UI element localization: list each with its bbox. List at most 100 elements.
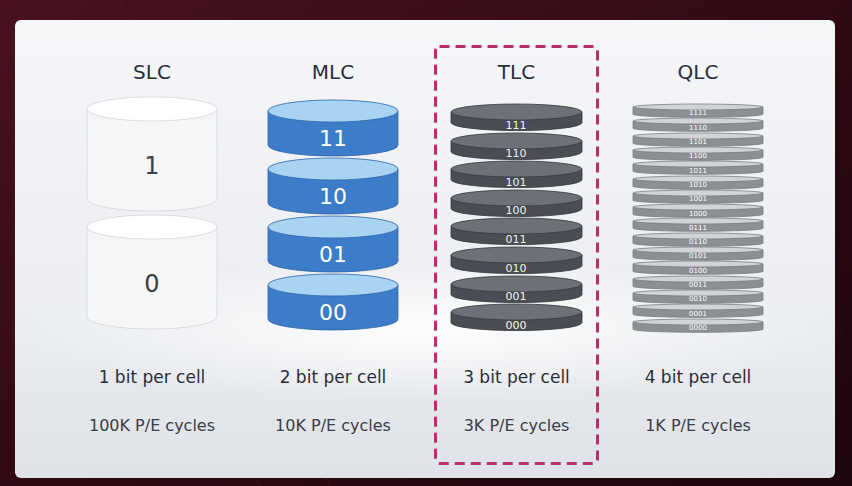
cylinder-body: [87, 227, 217, 329]
cell-level: 0100: [633, 261, 763, 274]
cylinder-top: [451, 190, 582, 206]
bits-per-cell: 2 bit per cell: [280, 367, 387, 387]
bits-per-cell: 4 bit per cell: [645, 367, 752, 387]
cell-level: 1100: [633, 147, 763, 160]
dashed-outline: [436, 47, 598, 464]
bit-value: 0101: [689, 252, 707, 260]
bit-value: 111: [506, 119, 527, 132]
bit-value: 1110: [689, 124, 707, 132]
column-heading: TLC: [498, 60, 535, 84]
bit-value: 0001: [689, 310, 707, 318]
cylinder-top: [268, 274, 398, 296]
bit-value: 0100: [689, 267, 707, 275]
cell-level: 1111: [633, 104, 763, 117]
panel: [15, 20, 835, 478]
cell-level: 0101: [633, 247, 763, 260]
bit-value: 000: [506, 319, 527, 332]
bit-value: 10: [319, 184, 347, 210]
highlight-box: TLC 3 bit per cell 3K P/E cycles 111 110 101 1…: [434, 45, 599, 465]
cylinder-top: [87, 215, 217, 239]
cylinder-top: [87, 97, 217, 121]
cell-level: 0000: [633, 319, 763, 332]
bit-value: 11: [319, 126, 347, 152]
cylinder-body: [87, 109, 217, 211]
column-heading: QLC: [678, 60, 719, 84]
cell-level: 1101: [633, 133, 763, 146]
cell-level: 1110: [633, 118, 763, 131]
cylinder-top: [451, 304, 582, 320]
bit-value: 1001: [689, 195, 707, 203]
cell-level: 1001: [633, 190, 763, 203]
bit-value: 1000: [689, 210, 707, 218]
cell-level: 0011: [633, 276, 763, 289]
bit-value: 1101: [689, 138, 707, 146]
bit-value: 1: [144, 152, 159, 181]
cell-level: 0001: [633, 304, 763, 317]
cell-level: 1010: [633, 176, 763, 189]
cylinder-top: [451, 218, 582, 234]
cell-level: 100: [451, 190, 582, 217]
cell-level: 101: [451, 161, 582, 188]
bit-value: 0111: [689, 224, 707, 232]
bit-value: 1011: [689, 167, 707, 175]
cylinder-top: [633, 204, 763, 210]
pe-cycles: 100K P/E cycles: [89, 416, 215, 435]
cell-level: 00: [268, 274, 398, 330]
cell-level: 111: [451, 104, 582, 131]
bit-value: 001: [506, 290, 527, 303]
cell-level: 000: [451, 304, 582, 331]
cell-level: 10: [268, 158, 398, 214]
cylinder-top: [451, 276, 582, 292]
bit-value: 0010: [689, 295, 707, 303]
bit-value: 0: [144, 270, 159, 299]
cell-level: 01: [268, 216, 398, 272]
cell-level: 011: [451, 218, 582, 245]
column-heading: MLC: [312, 60, 354, 84]
cylinder-top: [633, 276, 763, 282]
cylinder-top: [633, 247, 763, 253]
pe-cycles: 3K P/E cycles: [464, 416, 570, 435]
bit-value: 0011: [689, 281, 707, 289]
cylinder-top: [633, 233, 763, 239]
cell-level: 0: [87, 215, 217, 329]
bit-value: 1100: [689, 152, 707, 160]
bit-value: 011: [506, 233, 527, 246]
bit-value: 1010: [689, 181, 707, 189]
bits-per-cell: 3 bit per cell: [463, 367, 570, 387]
cylinder-top: [633, 261, 763, 267]
bits-per-cell: 1 bit per cell: [99, 367, 206, 387]
cylinder-top: [268, 216, 398, 238]
cylinder-top: [633, 133, 763, 139]
cylinder-top: [633, 147, 763, 153]
column-heading: SLC: [133, 60, 171, 84]
cell-level: 1011: [633, 161, 763, 174]
cell-level: 110: [451, 133, 582, 160]
bit-value: 0110: [689, 238, 707, 246]
cell-level: 0110: [633, 233, 763, 246]
cylinder-top: [633, 118, 763, 124]
bit-value: 100: [506, 204, 527, 217]
cell-level: 1: [87, 97, 217, 211]
cylinder-top: [633, 290, 763, 296]
bit-value: 010: [506, 262, 527, 275]
cylinder-top: [451, 161, 582, 177]
pe-cycles: 1K P/E cycles: [645, 416, 751, 435]
bit-value: 101: [506, 176, 527, 189]
cylinder-top: [633, 319, 763, 325]
cylinder-top: [451, 104, 582, 120]
bit-value: 00: [319, 300, 347, 326]
cylinder-top: [633, 218, 763, 224]
cylinder-top: [633, 304, 763, 310]
bit-value: 01: [319, 242, 347, 268]
cylinder-top: [268, 100, 398, 122]
cylinder-top: [633, 161, 763, 167]
cylinder-top: [633, 190, 763, 196]
cell-level: 010: [451, 247, 582, 274]
cell-level: 0010: [633, 290, 763, 303]
cylinder-top: [633, 176, 763, 182]
cell-level: 001: [451, 276, 582, 303]
cell-level: 0111: [633, 218, 763, 231]
cylinder-top: [268, 158, 398, 180]
bit-value: 110: [506, 147, 527, 160]
